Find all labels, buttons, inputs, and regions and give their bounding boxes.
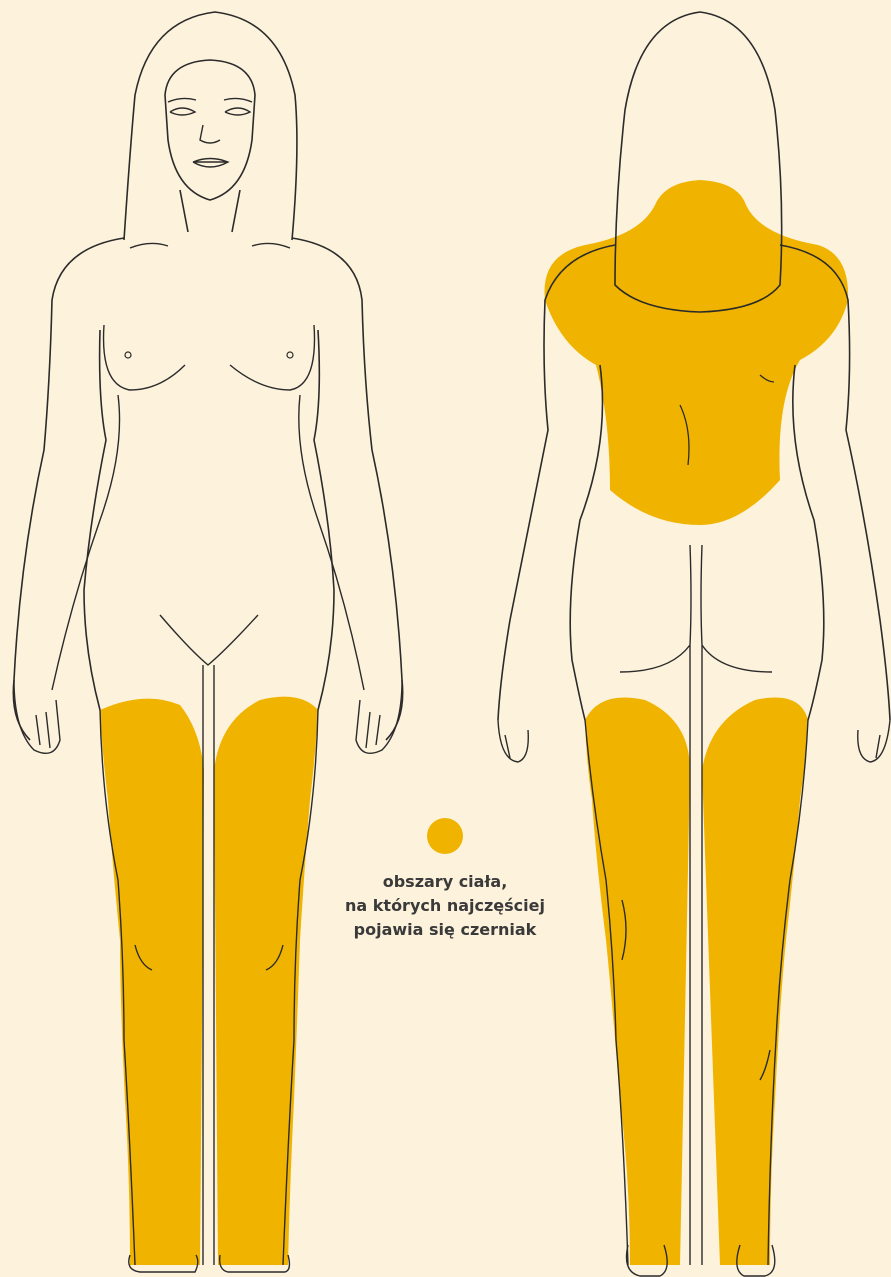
legend: obszary ciała, na których najczęściej po… [330, 818, 560, 942]
legend-line-1: obszary ciała, [330, 870, 560, 894]
front-right-hand [356, 680, 402, 753]
front-left-eye [168, 98, 196, 115]
back-right-leg-highlight [702, 698, 808, 1266]
front-mouth [193, 159, 228, 168]
front-collarbones [130, 243, 290, 248]
front-neck [180, 190, 240, 232]
legend-text: obszary ciała, na których najczęściej po… [330, 870, 560, 942]
legend-swatch [427, 818, 463, 854]
front-hair [124, 12, 297, 240]
back-right-hand [858, 720, 890, 762]
back-left-hand [498, 720, 528, 762]
back-left-leg-highlight [585, 698, 690, 1266]
front-view-figure [13, 12, 402, 1272]
front-face [165, 60, 255, 200]
front-left-nipple [125, 352, 131, 358]
legend-line-2: na których najczęściej [330, 894, 560, 918]
front-right-leg-highlight [214, 697, 318, 1265]
front-left-leg-highlight [100, 699, 204, 1265]
legend-line-3: pojawia się czerniak [330, 918, 560, 942]
front-inner-arms [52, 395, 364, 690]
front-right-nipple [287, 352, 293, 358]
front-left-hand [14, 680, 60, 753]
front-nose [200, 125, 220, 143]
back-view-figure [498, 12, 890, 1276]
front-right-eye [224, 98, 252, 115]
back-upper-back-highlight [545, 180, 849, 525]
front-chest [104, 325, 315, 390]
